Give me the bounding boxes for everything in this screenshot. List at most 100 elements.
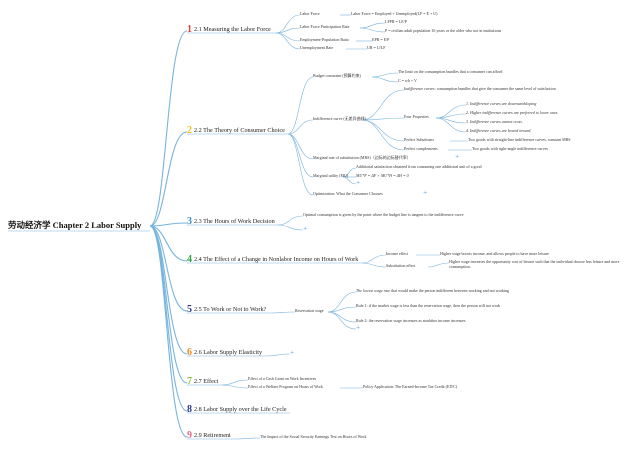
connector: [342, 176, 357, 185]
node-marginal-utility[interactable]: Marginal utility (MU): [313, 173, 349, 178]
definition: : consumption bundles that give the cons…: [434, 86, 556, 91]
connector: [287, 76, 314, 135]
node-income-effect-def[interactable]: Higher wage boosts income, and allows pe…: [440, 251, 549, 256]
node-optimization[interactable]: Optimization: What the Consumer Chooses: [313, 191, 383, 196]
connector: [287, 133, 314, 196]
node-epr-formula[interactable]: EPR = E/P: [372, 37, 390, 42]
section-label: 2.3 The Hours of Work Decision: [194, 218, 275, 225]
section-number: 9: [187, 430, 192, 441]
connector: [149, 30, 188, 227]
node-ur-formula[interactable]: UR = U/LF: [367, 45, 386, 50]
connector: [275, 27, 301, 34]
section-number: 6: [187, 347, 192, 358]
connector: [435, 117, 467, 133]
section-number: 3: [187, 216, 192, 227]
connector: [277, 215, 304, 226]
node-mu-formula[interactable]: MU*F = ΔF + MU*H = ΔH = 0: [356, 173, 409, 178]
node-welfare-program[interactable]: Effect of a Welfare Program on Hours of …: [248, 384, 323, 389]
node-perfect-substitutes[interactable]: Perfect Substitutes: [404, 137, 434, 142]
plus-icon[interactable]: +: [423, 190, 428, 196]
node-rule-1[interactable]: Rule 1: if the market wage is less than …: [356, 303, 501, 308]
plus-icon[interactable]: +: [356, 325, 361, 331]
node-optimal-consumption[interactable]: Optimal consumption is given by the poin…: [303, 212, 464, 217]
node-rule-2[interactable]: Rule 2: the reservation wage increases a…: [356, 318, 466, 323]
section-label: 2.8 Labor Supply over the Life Cycle: [194, 406, 287, 413]
node-budget-constraint[interactable]: Budget constraint (预算约束): [313, 73, 361, 78]
connector: [371, 72, 399, 78]
connector: [287, 119, 314, 135]
node-social-security-test[interactable]: The Impact of the Social Security Earnin…: [260, 434, 367, 439]
connector: [361, 119, 405, 142]
node-substitution-effect-def[interactable]: Higher wage increases the opportunity co…: [449, 259, 620, 269]
connector: [221, 379, 249, 386]
node-reservation-def[interactable]: The lowest wage rate that would make the…: [356, 288, 536, 293]
node-budget-formula[interactable]: C = wh + V: [398, 78, 417, 83]
plus-icon[interactable]: +: [356, 180, 361, 186]
term: The lowest wage rate: [356, 288, 391, 293]
definition: that would make the person indifferent b…: [390, 288, 510, 293]
connector: [359, 22, 386, 29]
node-property-3[interactable]: 3. Indifference curves cannot cross.: [466, 119, 523, 124]
section-number: 5: [187, 304, 192, 315]
connector: [435, 104, 467, 119]
node-lfpr-formula[interactable]: LFPR = LF/P: [385, 19, 407, 24]
node-ur[interactable]: Unemployment Rate: [300, 45, 334, 50]
section-number: 1: [187, 24, 192, 35]
connector: [287, 133, 314, 178]
node-indifference-curve[interactable]: Indifference curve (无差异曲线): [313, 116, 367, 121]
section-label: 2.9 Retirement: [194, 432, 231, 439]
node-property-2[interactable]: 2. Higher indifference curves are prefer…: [466, 110, 559, 115]
node-eitc[interactable]: Policy Application: The Earned-Income Ta…: [363, 384, 458, 389]
plus-icon[interactable]: +: [303, 226, 308, 232]
node-lfpr[interactable]: Labor Force Participation Rate: [300, 24, 350, 29]
node-labor-force[interactable]: Labor Force: [300, 11, 320, 16]
connector: [265, 353, 291, 357]
node-four-properties[interactable]: Four Properties: [404, 114, 429, 119]
section-number: 2: [187, 125, 192, 136]
node-perfect-complements[interactable]: Perfect complements: [404, 146, 438, 151]
node-income-effect[interactable]: Income effect: [386, 251, 409, 256]
node-property-4[interactable]: 4. Indifference curves are bowed inward.: [466, 128, 532, 133]
connector: [327, 311, 357, 330]
connector: [361, 119, 405, 151]
node-perfect-subs-def[interactable]: Two goods with straight-line indifferenc…: [468, 137, 571, 142]
plus-icon[interactable]: +: [290, 350, 295, 356]
connector: [361, 262, 387, 268]
node-mu-def[interactable]: Additional satisfaction obtained from co…: [356, 164, 482, 169]
section-label: 2.2 The Theory of Consumer Choice: [194, 127, 285, 134]
node-mrs[interactable]: Marginal rate of substitution (MRS)（边际的边…: [313, 155, 411, 160]
root-topic[interactable]: 劳动经济学 Chapter 2 Labor Supply: [8, 220, 142, 230]
node-indiff-def[interactable]: Indifference curves: consumption bundles…: [404, 86, 604, 91]
connector: [327, 291, 357, 313]
section-label: 2.1 Measuring the Labor Force: [194, 26, 271, 33]
section-number: 8: [187, 404, 192, 415]
connector: [149, 131, 188, 227]
node-property-1[interactable]: 1. Indifference curves are downwardslopi…: [466, 101, 537, 106]
node-lfpr-note[interactable]: P = civilian adult population 16 years o…: [385, 28, 502, 33]
section-label: 2.4 The Effect of a Change in Nonlabor I…: [194, 256, 359, 263]
node-perfect-comp-def[interactable]: Two goods with right-angle indifference …: [472, 146, 548, 151]
node-substitution-effect[interactable]: Substitution effect: [386, 263, 416, 268]
connector: [361, 117, 405, 121]
node-cash-grant[interactable]: Effect of a Cash Grant on Work Incentive…: [248, 376, 317, 381]
node-reservation-wage[interactable]: Reservation wage: [295, 308, 324, 313]
connector: [327, 306, 357, 313]
node-budget-def[interactable]: The limit on the consumption bundles tha…: [398, 69, 503, 74]
connector: [427, 262, 450, 268]
node-epr[interactable]: Employment-Population Ratio: [300, 37, 349, 42]
connector: [277, 224, 304, 231]
connector: [361, 89, 405, 121]
node-labor-force-def[interactable]: Labor Force = Employed + Unemployed(LF =…: [351, 11, 438, 16]
plus-icon[interactable]: +: [455, 154, 460, 160]
